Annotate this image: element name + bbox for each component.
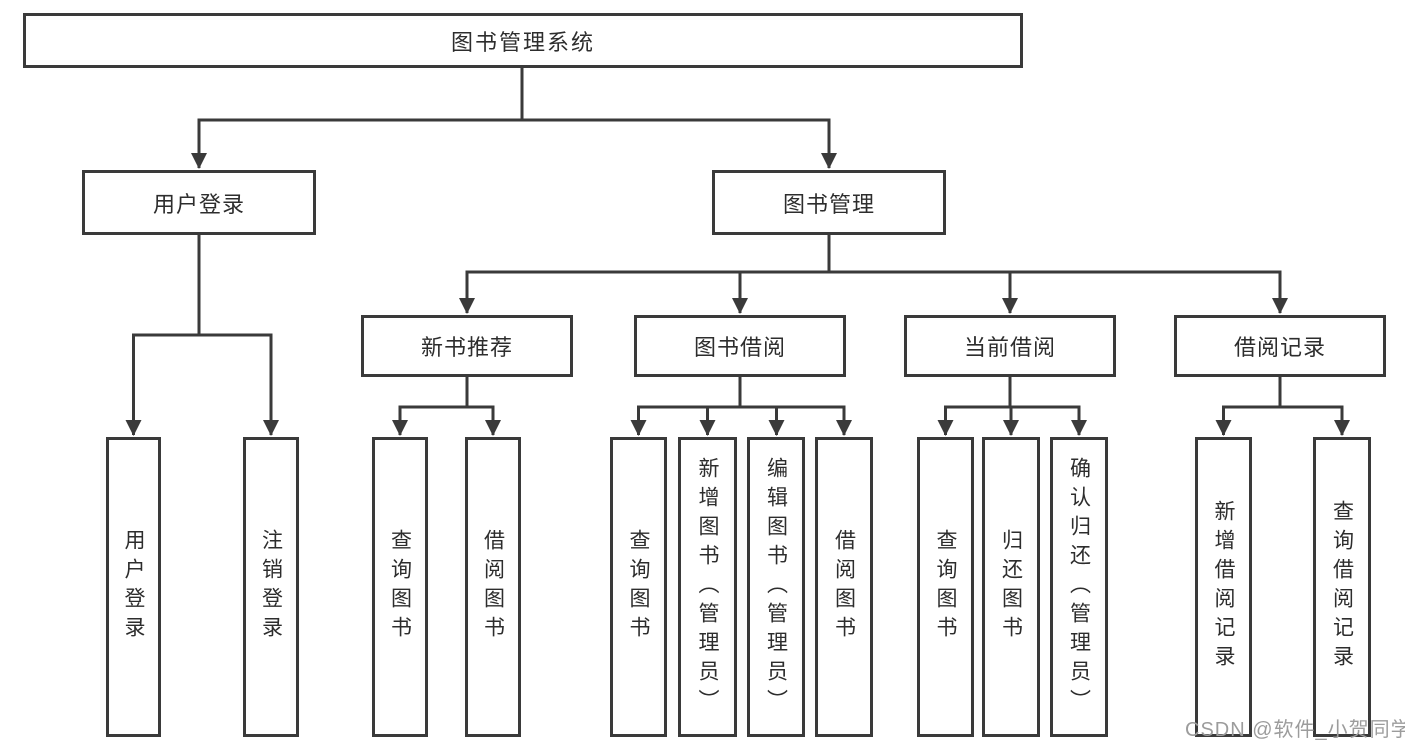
node-label: 查询图书 xyxy=(627,529,650,645)
node-logout: 注销登录 xyxy=(243,437,299,737)
node-label: 用户登录 xyxy=(122,529,145,645)
node-book-borrowing: 图书借阅 xyxy=(634,315,846,377)
node-label: 借阅图书 xyxy=(481,529,505,645)
csdn-watermark: CSDN @软件_小贺同学 xyxy=(1185,719,1405,741)
node-label: 查询图书 xyxy=(934,529,957,645)
node-label: 新增借阅记录 xyxy=(1212,500,1235,674)
node-label: 当前借阅 xyxy=(963,335,1056,360)
node-system-root: 图书管理系统 xyxy=(23,13,1023,68)
node-label: 查询借阅记录 xyxy=(1330,500,1354,674)
node-borrow-add-books-admin: 新增图书（管理员） xyxy=(678,437,737,737)
node-borrow-edit-books-admin: 编辑图书（管理员） xyxy=(747,437,805,737)
node-book-management-branch: 图书管理 xyxy=(712,170,946,235)
node-label: 注销登录 xyxy=(259,529,283,645)
node-borrow-query-books: 查询图书 xyxy=(610,437,667,737)
node-user-login: 用户登录 xyxy=(106,437,161,737)
node-new-book-recommend: 新书推荐 xyxy=(361,315,573,377)
node-label: 图书管理系统 xyxy=(450,29,595,55)
node-current-borrowing: 当前借阅 xyxy=(904,315,1116,377)
node-label: 查询图书 xyxy=(388,529,412,645)
node-current-confirm-return-admin: 确认归还（管理员） xyxy=(1050,437,1108,737)
node-label: 图书借阅 xyxy=(693,335,786,360)
node-label: 归还图书 xyxy=(999,529,1023,645)
node-label: 借阅图书 xyxy=(832,529,856,645)
node-borrowing-records: 借阅记录 xyxy=(1174,315,1386,377)
node-newbook-query-books: 查询图书 xyxy=(372,437,428,737)
node-current-return-books: 归还图书 xyxy=(982,437,1040,737)
node-records-query-record: 查询借阅记录 xyxy=(1313,437,1371,737)
node-label: 新书推荐 xyxy=(420,335,513,360)
node-label: 图书管理 xyxy=(782,191,875,217)
node-label: 新增图书（管理员） xyxy=(696,456,719,718)
node-borrow-borrow-books: 借阅图书 xyxy=(815,437,873,737)
node-user-login-branch: 用户登录 xyxy=(82,170,316,235)
node-label: 借阅记录 xyxy=(1233,335,1326,360)
node-label: 编辑图书（管理员） xyxy=(764,456,788,718)
node-current-query-books: 查询图书 xyxy=(917,437,974,737)
node-label: 确认归还（管理员） xyxy=(1067,456,1091,718)
node-records-add-record: 新增借阅记录 xyxy=(1195,437,1252,737)
node-label: 用户登录 xyxy=(152,191,245,217)
node-newbook-borrow-books: 借阅图书 xyxy=(465,437,521,737)
